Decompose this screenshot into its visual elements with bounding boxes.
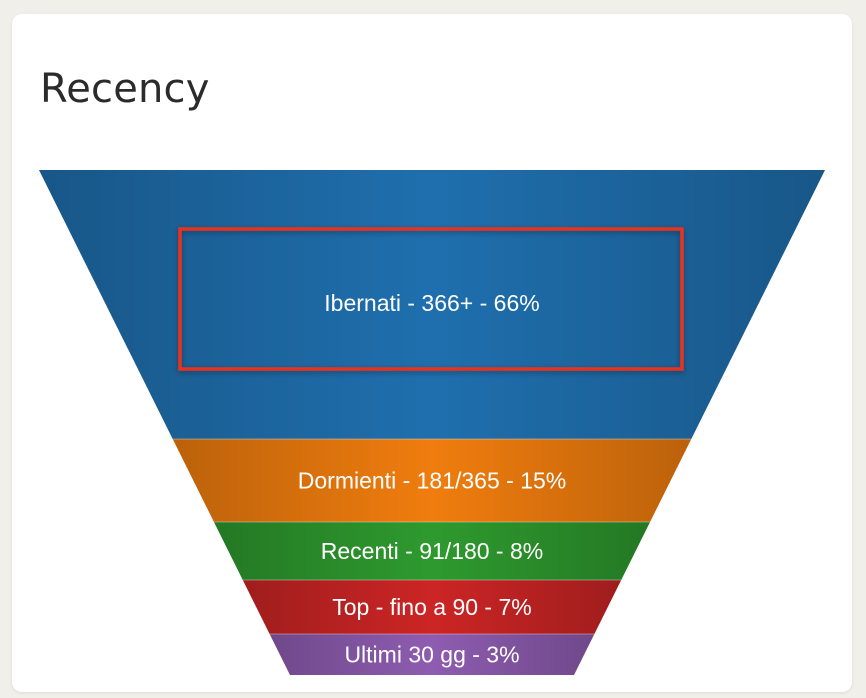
funnel-label-top: Top - fino a 90 - 7% [332, 594, 531, 620]
recency-card: Recency Ibernati - 366+ - 66% Dormienti -… [12, 14, 852, 692]
funnel-segments [39, 170, 825, 675]
funnel-label-dormienti: Dormienti - 181/365 - 15% [298, 468, 566, 494]
funnel-labels: Ibernati - 366+ - 66% Dormienti - 181/365… [298, 290, 566, 668]
funnel-segment-shade [242, 580, 622, 634]
funnel-segment-shade [172, 439, 692, 522]
highlight-box [178, 227, 684, 371]
funnel-chart: Ibernati - 366+ - 66% Dormienti - 181/365… [39, 170, 825, 675]
funnel-segment-shade [39, 170, 825, 439]
highlight-layer [178, 227, 684, 371]
card-title: Recency [40, 66, 210, 112]
funnel-label-ibernati: Ibernati - 366+ - 66% [324, 290, 539, 316]
funnel-segment-shade [213, 522, 651, 580]
funnel-label-recenti: Recenti - 91/180 - 8% [321, 538, 543, 564]
funnel-label-ultimi: Ultimi 30 gg - 3% [344, 642, 519, 668]
funnel-segment-shade [269, 634, 595, 675]
